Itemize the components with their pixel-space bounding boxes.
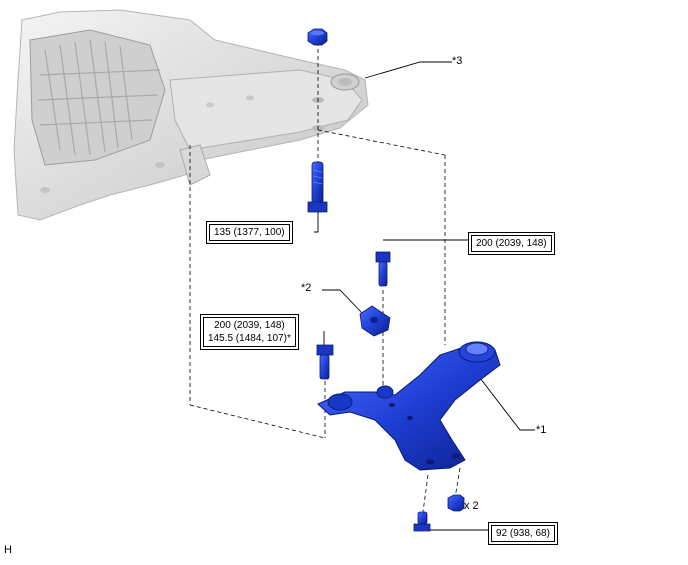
torque-spec-arm-bolt: 200 (2039, 148) 145.5 (1484, 107)* <box>200 314 299 350</box>
view-code: H <box>4 544 12 556</box>
leader-lines <box>314 61 535 531</box>
alignment-lines <box>189 42 461 513</box>
torque-text: 200 (2039, 148) <box>471 235 552 252</box>
nut-icon <box>307 28 328 46</box>
torque-text-stack: 200 (2039, 148) 145.5 (1484, 107)* <box>203 317 296 347</box>
torque-text-line-1: 200 (2039, 148) <box>214 320 285 331</box>
torque-spec-bracket-bolt: 200 (2039, 148) <box>468 232 555 255</box>
lower-arm-icon <box>317 341 501 471</box>
bracket-icon <box>359 305 391 337</box>
bolt-icon <box>307 161 328 213</box>
torque-text-line-2: 145.5 (1484, 107)* <box>208 333 291 344</box>
torque-spec-long-bolt: 135 (1377, 100) <box>206 221 293 244</box>
torque-text: 92 (938, 68) <box>491 525 555 542</box>
torque-spec-rear-bolts: 92 (938, 68) <box>488 522 558 545</box>
bolt-icon <box>375 251 391 287</box>
torque-text: 135 (1377, 100) <box>209 224 290 241</box>
bolt-icon <box>316 344 334 380</box>
callout-bracket: *2 <box>301 282 312 294</box>
nut-icon <box>447 494 465 512</box>
bolt-icon <box>413 511 431 532</box>
callout-crossmember: *3 <box>452 55 463 67</box>
callout-lower-arm: *1 <box>536 424 547 436</box>
quantity-label: x 2 <box>464 500 479 512</box>
